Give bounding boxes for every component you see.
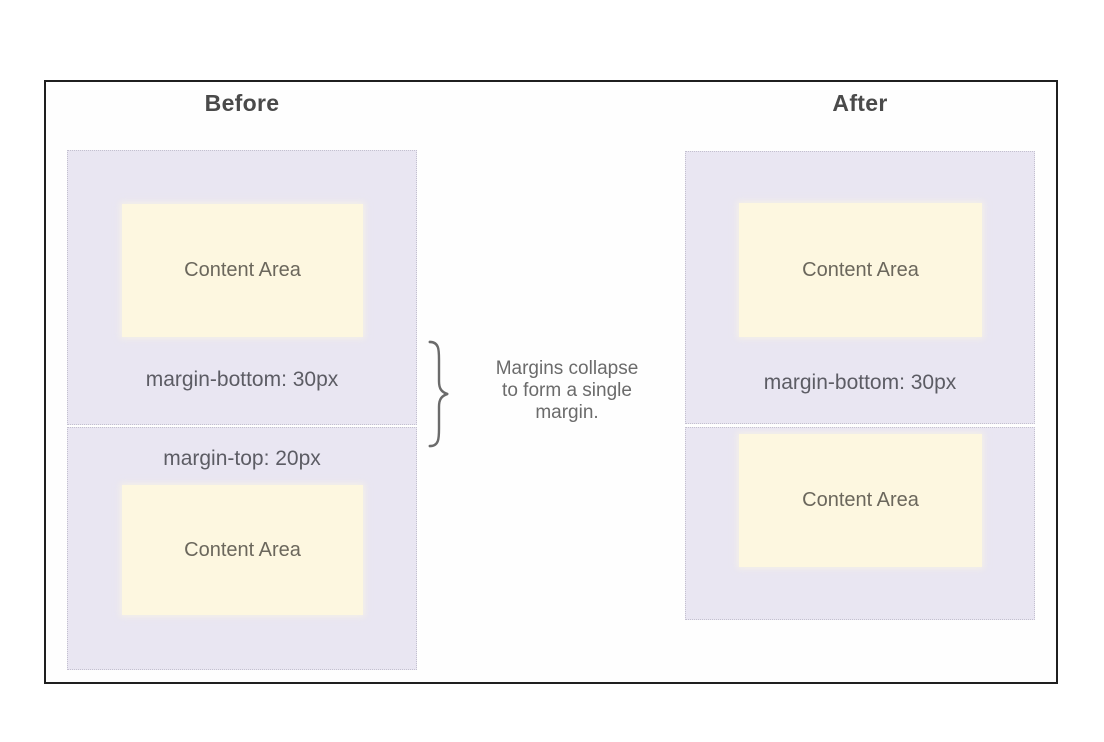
before-title: Before [204,90,280,116]
annotation-line: margin. [535,402,599,423]
after-content-area-1: Content Area [739,203,982,337]
after-margin-box-bottom: Content Area [685,427,1035,620]
annotation-line: Margins collapse [495,358,639,379]
content-area-label: Content Area [802,258,919,281]
content-area-label: Content Area [184,259,301,281]
margin-bottom-label: margin-bottom: 30px [763,371,957,394]
content-area-label: Content Area [802,489,919,511]
before-content-area-1: Content Area [122,204,363,337]
after-content-area-2: Content Area [739,434,982,567]
annotation-line: to form a single [502,380,632,401]
diagram-frame: Before Content Area margin-bottom: 30px … [44,80,1058,684]
before-content-area-2: Content Area [122,485,363,615]
before-margin-box-top: Content Area margin-bottom: 30px [67,150,417,425]
margin-top-label: margin-top: 20px [163,447,321,470]
content-area-label: Content Area [184,538,301,561]
before-margin-box-bottom: margin-top: 20px Content Area [67,427,417,670]
curly-brace-icon [428,340,449,448]
margins-collapse-annotation: Margins collapse to form a single margin… [458,358,676,424]
after-title: After [832,90,888,116]
after-margin-box-top: Content Area margin-bottom: 30px [685,151,1035,424]
margin-bottom-label: margin-bottom: 30px [145,368,339,391]
